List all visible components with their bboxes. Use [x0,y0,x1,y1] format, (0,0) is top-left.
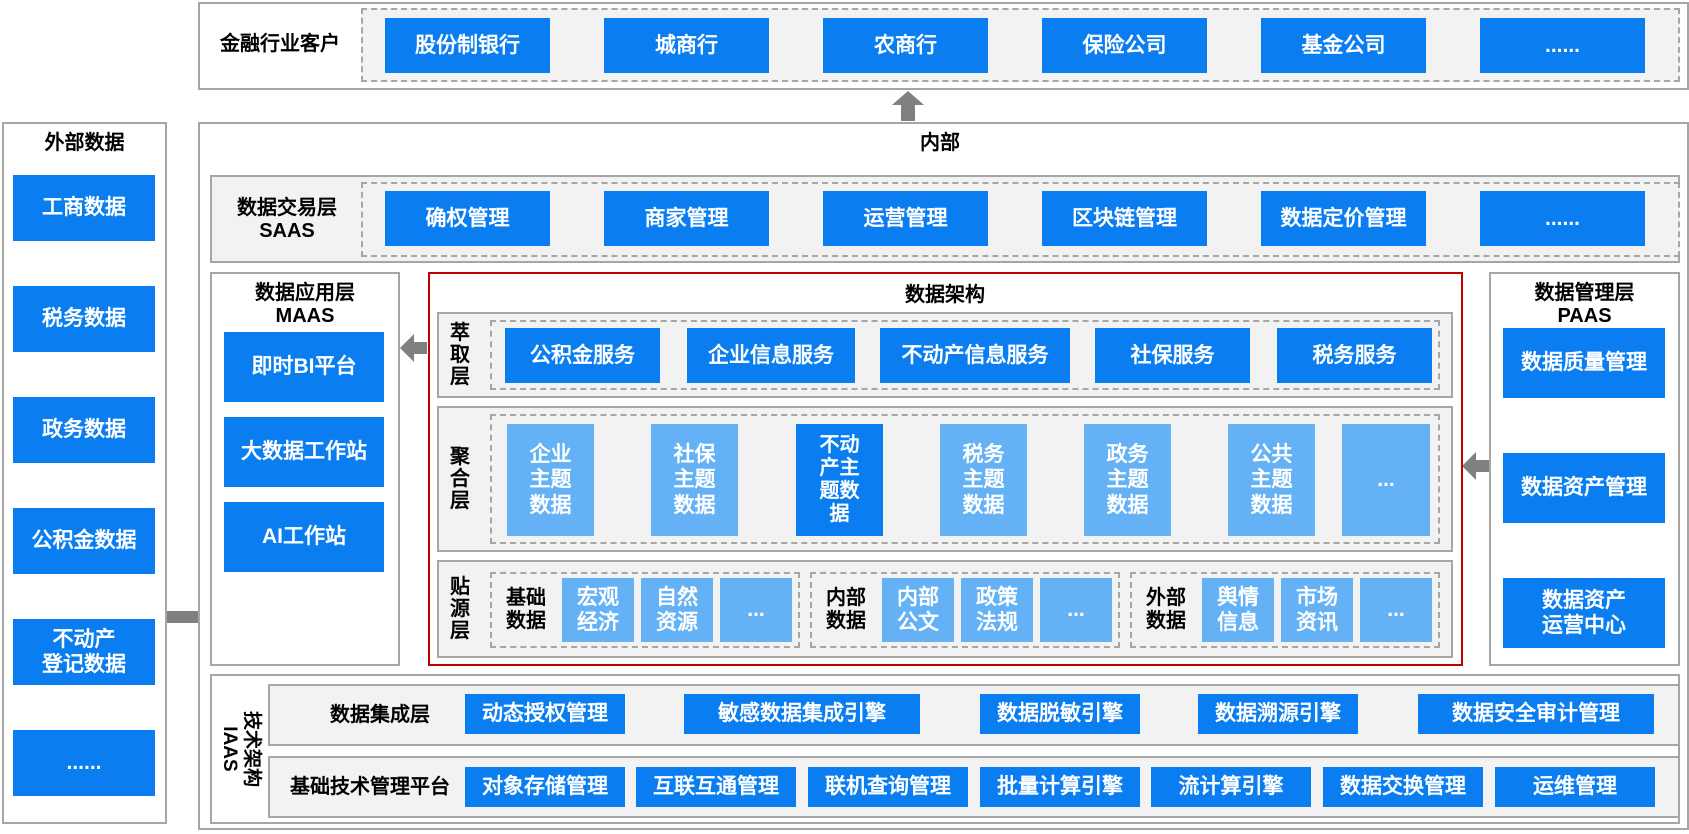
left-arrow-icon [1462,452,1489,480]
aggregate-item-public: 公共 主题 数据 [1228,424,1315,536]
source-item-macro-economy: 宏观 经济 [562,578,634,642]
integration-item-sensitive-data: 敏感数据集成引擎 [684,694,920,734]
source-item-public-opinion: 舆情 信息 [1202,578,1274,642]
left-arrow-icon [400,334,427,362]
platform-item-ops: 运维管理 [1495,767,1655,807]
saas-item-operations: 运营管理 [823,191,988,246]
platform-item-batch-compute: 批量计算引擎 [980,767,1140,807]
maas-item-big-data-workstation: 大数据工作站 [224,417,384,487]
platform-layer-label: 基础技术管理平台 [290,775,450,798]
source-item-internal-more: ... [1040,578,1112,642]
platform-item-data-exchange: 数据交换管理 [1323,767,1483,807]
aggregate-item-more: ... [1342,424,1430,536]
external-item-more: ...... [13,730,155,796]
integration-item-audit: 数据安全审计管理 [1418,694,1654,734]
iaas-title: 技术架构 IAAS [212,676,268,822]
aggregate-item-tax: 税务 主题 数据 [940,424,1027,536]
integration-item-dynamic-auth: 动态授权管理 [465,694,625,734]
maas-layer-title: 数据应用层 MAAS [255,282,355,327]
external-item-real-estate: 不动产 登记数据 [13,619,155,685]
paas-item-operation-center: 数据资产 运营中心 [1503,578,1665,648]
integration-item-tracing: 数据溯源引擎 [1198,694,1358,734]
extract-item-social-security: 社保服务 [1095,328,1250,383]
saas-layer-title: 数据交易层 SAAS [237,197,337,242]
extract-item-real-estate: 不动产信息服务 [880,328,1070,383]
finance-customers-title: 金融行业客户 [220,32,340,55]
finance-item-fund: 基金公司 [1261,18,1426,73]
data-architecture-title: 数据架构 [905,283,985,306]
integration-layer-label: 数据集成层 [330,703,430,726]
source-layer-label: 贴 源 层 [450,576,470,642]
saas-items-group [361,182,1680,257]
finance-item-joint-stock-bank: 股份制银行 [385,18,550,73]
integration-item-masking: 数据脱敏引擎 [980,694,1140,734]
source-group-internal-label: 内部 数据 [826,587,866,632]
platform-item-interconnect: 互联互通管理 [636,767,796,807]
source-item-internal-documents: 内部 公文 [882,578,954,642]
aggregate-item-government: 政务 主题 数据 [1084,424,1171,536]
extract-item-enterprise: 企业信息服务 [687,328,855,383]
finance-item-rural-bank: 农商行 [823,18,988,73]
maas-item-ai-workstation: AI工作站 [224,502,384,572]
aggregate-item-real-estate: 不动 产主 题数 据 [796,424,883,536]
external-item-government: 政务数据 [13,397,155,463]
saas-item-rights: 确权管理 [385,191,550,246]
up-arrow-icon [892,91,924,121]
source-item-basic-more: ... [720,578,792,642]
external-item-business: 工商数据 [13,175,155,241]
saas-item-pricing: 数据定价管理 [1261,191,1426,246]
internal-title: 内部 [920,131,960,154]
source-item-natural-resources: 自然 资源 [641,578,713,642]
paas-item-asset: 数据资产管理 [1503,453,1665,523]
external-item-tax: 税务数据 [13,286,155,352]
finance-item-city-bank: 城商行 [604,18,769,73]
source-item-external-more: ... [1360,578,1432,642]
aggregate-layer-label: 聚 合 层 [450,446,470,512]
saas-item-merchant: 商家管理 [604,191,769,246]
platform-item-object-storage: 对象存储管理 [465,767,625,807]
paas-item-quality: 数据质量管理 [1503,328,1665,398]
extract-item-housing-fund: 公积金服务 [505,328,660,383]
source-group-basic-label: 基础 数据 [506,587,546,632]
finance-item-more: ...... [1480,18,1645,73]
source-group-external-label: 外部 数据 [1146,587,1186,632]
platform-item-online-query: 联机查询管理 [808,767,968,807]
extract-layer-label: 萃 取 层 [450,322,470,388]
saas-item-more: ...... [1480,191,1645,246]
paas-layer-title: 数据管理层 PAAS [1534,282,1635,327]
source-item-market-info: 市场 资讯 [1281,578,1353,642]
aggregate-item-social-security: 社保 主题 数据 [651,424,738,536]
saas-item-blockchain: 区块链管理 [1042,191,1207,246]
external-item-housing-fund: 公积金数据 [13,508,155,574]
extract-item-tax: 税务服务 [1277,328,1432,383]
source-item-policies: 政策 法规 [961,578,1033,642]
external-data-title: 外部数据 [44,131,125,154]
iaas-title-text: 技术架构 IAAS [219,710,262,787]
finance-item-insurance: 保险公司 [1042,18,1207,73]
finance-customers-group [361,8,1680,82]
maas-item-bi-platform: 即时BI平台 [224,332,384,402]
aggregate-item-enterprise: 企业 主题 数据 [507,424,594,536]
platform-item-stream-compute: 流计算引擎 [1151,767,1311,807]
